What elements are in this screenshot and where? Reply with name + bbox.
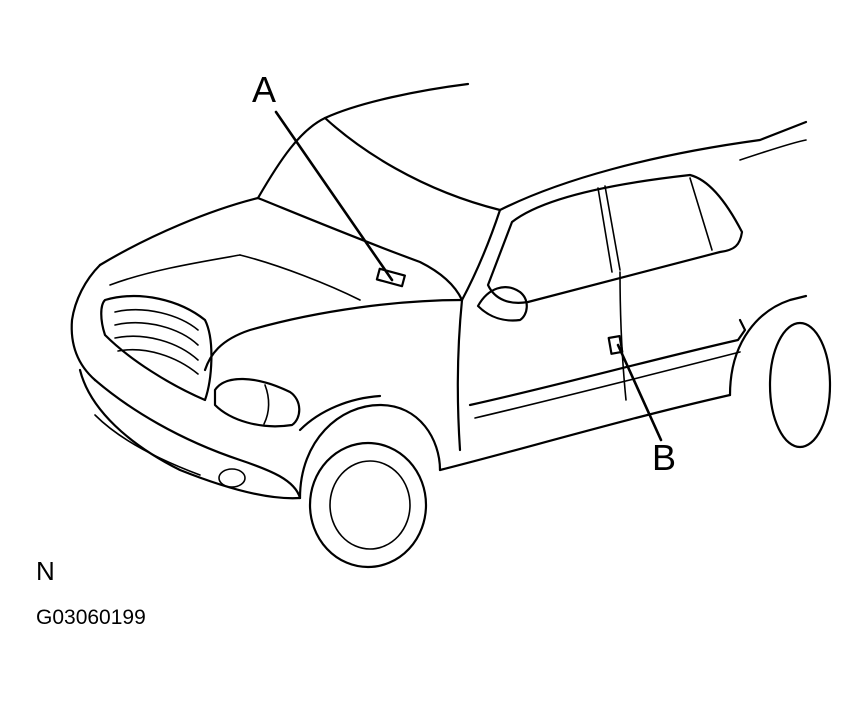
vehicle-outline <box>70 82 832 569</box>
callout-a-label: A <box>252 69 277 110</box>
callout-b-leader <box>616 343 663 442</box>
label-b-marker <box>607 334 624 355</box>
figure-code: G03060199 <box>36 606 146 629</box>
view-letter: N <box>36 556 55 586</box>
label-a-marker <box>375 267 406 288</box>
callout-a-leader <box>274 110 394 282</box>
callout-b-label: B <box>652 437 677 478</box>
